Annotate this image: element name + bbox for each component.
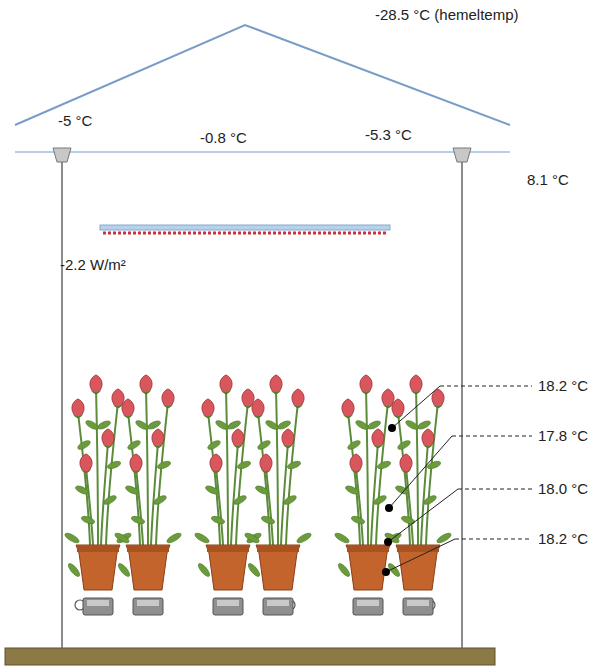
roof-temperature: -5.3 °C xyxy=(365,126,412,144)
rose-plant xyxy=(114,375,183,615)
plant-temperature: 17.8 °C xyxy=(538,427,588,445)
radiation-value: -2.2 W/m² xyxy=(60,256,126,274)
air-temperature: -0.8 °C xyxy=(200,129,247,147)
plant-temperature: 18.0 °C xyxy=(538,480,588,498)
rose-plant xyxy=(384,375,453,615)
roof-temperature: -5 °C xyxy=(58,112,92,130)
plant-temperature: 18.2 °C xyxy=(538,530,588,548)
rose-plant xyxy=(244,375,313,615)
sky-temperature: -28.5 °C (hemeltemp) xyxy=(375,6,519,24)
plant-temperature: 18.2 °C xyxy=(538,377,588,395)
screen-temperature: 8.1 °C xyxy=(527,171,569,189)
